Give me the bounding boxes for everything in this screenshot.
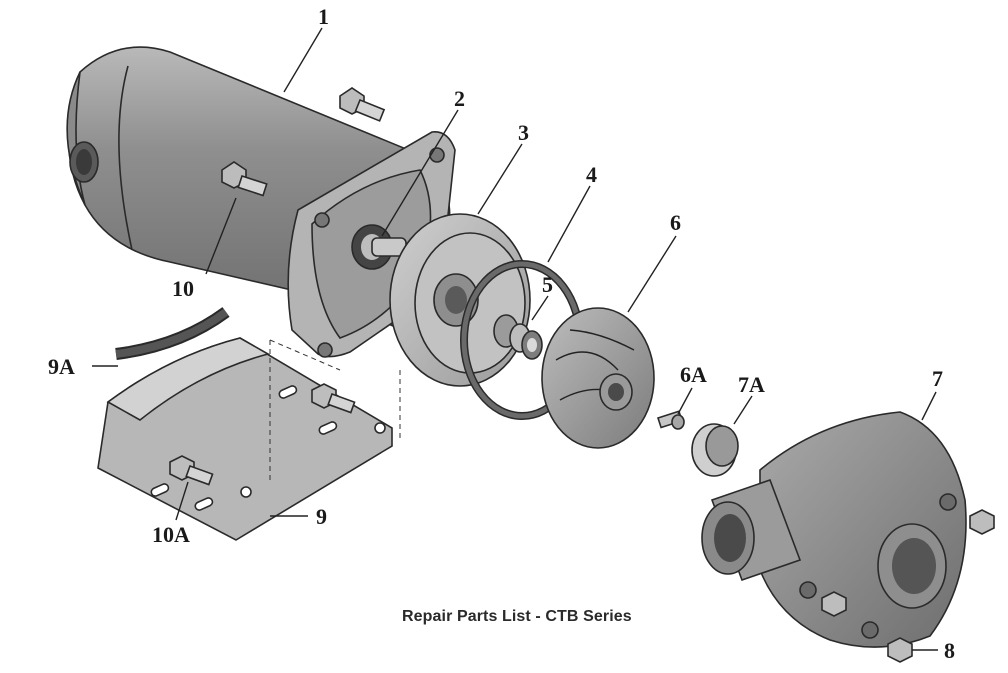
callout-9: 9 [316, 504, 327, 529]
pump-casing-part [701, 411, 967, 648]
callout-8: 8 [944, 638, 955, 663]
base-bolt-front [169, 455, 214, 486]
alignment-lines [269, 339, 401, 480]
seal-ring-part [493, 314, 543, 360]
casing-bolt-middle [821, 591, 847, 617]
callout-6: 6 [670, 210, 681, 235]
callout-4: 4 [586, 162, 597, 187]
callout-10a: 10A [152, 522, 190, 547]
base-gasket-strip-part [115, 307, 230, 360]
callout-6a: 6A [680, 362, 707, 387]
base-bolt-rear [311, 383, 356, 414]
impeller-part [541, 307, 655, 449]
motor-bolt-upper [339, 87, 386, 122]
motor-bolt-side [221, 161, 268, 197]
casing-bolt-bottom [887, 637, 913, 663]
callout-5: 5 [542, 272, 553, 297]
impeller-screw-part [656, 410, 685, 430]
casing-bolt-right [969, 509, 995, 535]
leader-lines [92, 27, 938, 651]
callout-3: 3 [518, 120, 529, 145]
mounting-base-part [97, 337, 393, 541]
callout-7: 7 [932, 366, 943, 391]
diffuser-ring-part [691, 423, 739, 477]
diagram-caption: Repair Parts List - CTB Series [402, 608, 632, 625]
callout-9a: 9A [48, 354, 75, 379]
callout-10: 10 [172, 276, 194, 301]
seal-plate-part [389, 213, 531, 387]
callout-1: 1 [318, 4, 329, 29]
callout-7a: 7A [738, 372, 765, 397]
callout-2: 2 [454, 86, 465, 111]
